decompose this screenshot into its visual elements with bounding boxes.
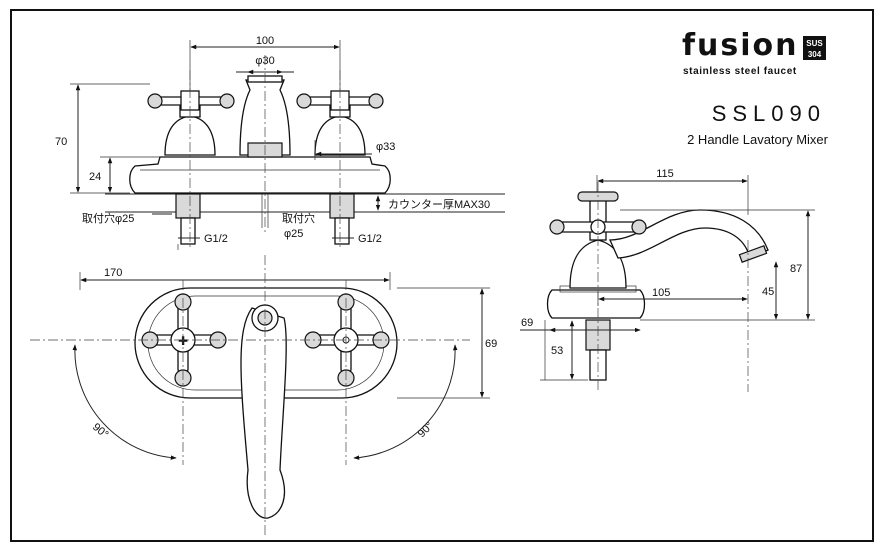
- front-mount-hole-center-2: φ25: [284, 228, 303, 240]
- front-thread-right: G1/2: [358, 233, 382, 245]
- front-mount-hole-center-1: 取付穴: [282, 211, 315, 225]
- side-dim-spout-reach: 105: [652, 287, 670, 299]
- brand-name: fusion: [682, 28, 799, 63]
- top-angle-right: 90°: [416, 420, 436, 440]
- front-counter-thickness: カウンター厚MAX30: [388, 198, 490, 211]
- brand-badge: [803, 36, 826, 60]
- product-model: SSL090: [712, 101, 826, 126]
- front-view: 100 φ30 70 24 カウンター厚MAX30: [55, 35, 505, 250]
- side-dim-height: 87: [790, 263, 802, 275]
- brand-block: fusion SUS 304 stainless steel faucet SS…: [682, 28, 829, 147]
- product-description: 2 Handle Lavatory Mixer: [687, 132, 829, 147]
- front-thread-left: G1/2: [204, 233, 228, 245]
- front-dim-width: 100: [256, 35, 274, 47]
- top-dim-depth: 69: [485, 338, 497, 350]
- brand-badge-top: SUS: [806, 39, 823, 48]
- sheet-border: [10, 9, 874, 542]
- front-dim-height: 70: [55, 136, 67, 148]
- top-dim-width: 170: [104, 267, 122, 279]
- brand-badge-bottom: 304: [808, 50, 822, 59]
- side-view: 115 87 45 105 69: [520, 168, 815, 392]
- top-view: 170 69 ✚: [30, 255, 497, 535]
- front-mount-hole-left: 取付穴φ25: [82, 211, 134, 225]
- side-dim-spout-height: 45: [762, 286, 774, 298]
- top-angle-left: 90°: [90, 421, 110, 441]
- front-dim-base-height: 24: [89, 171, 101, 183]
- brand-tagline: stainless steel faucet: [683, 66, 797, 77]
- side-dim-reach: 115: [656, 168, 674, 180]
- side-dim-shank: 53: [551, 345, 563, 357]
- side-dim-base: 69: [521, 317, 533, 329]
- front-dim-handle-dia: φ33: [376, 141, 395, 153]
